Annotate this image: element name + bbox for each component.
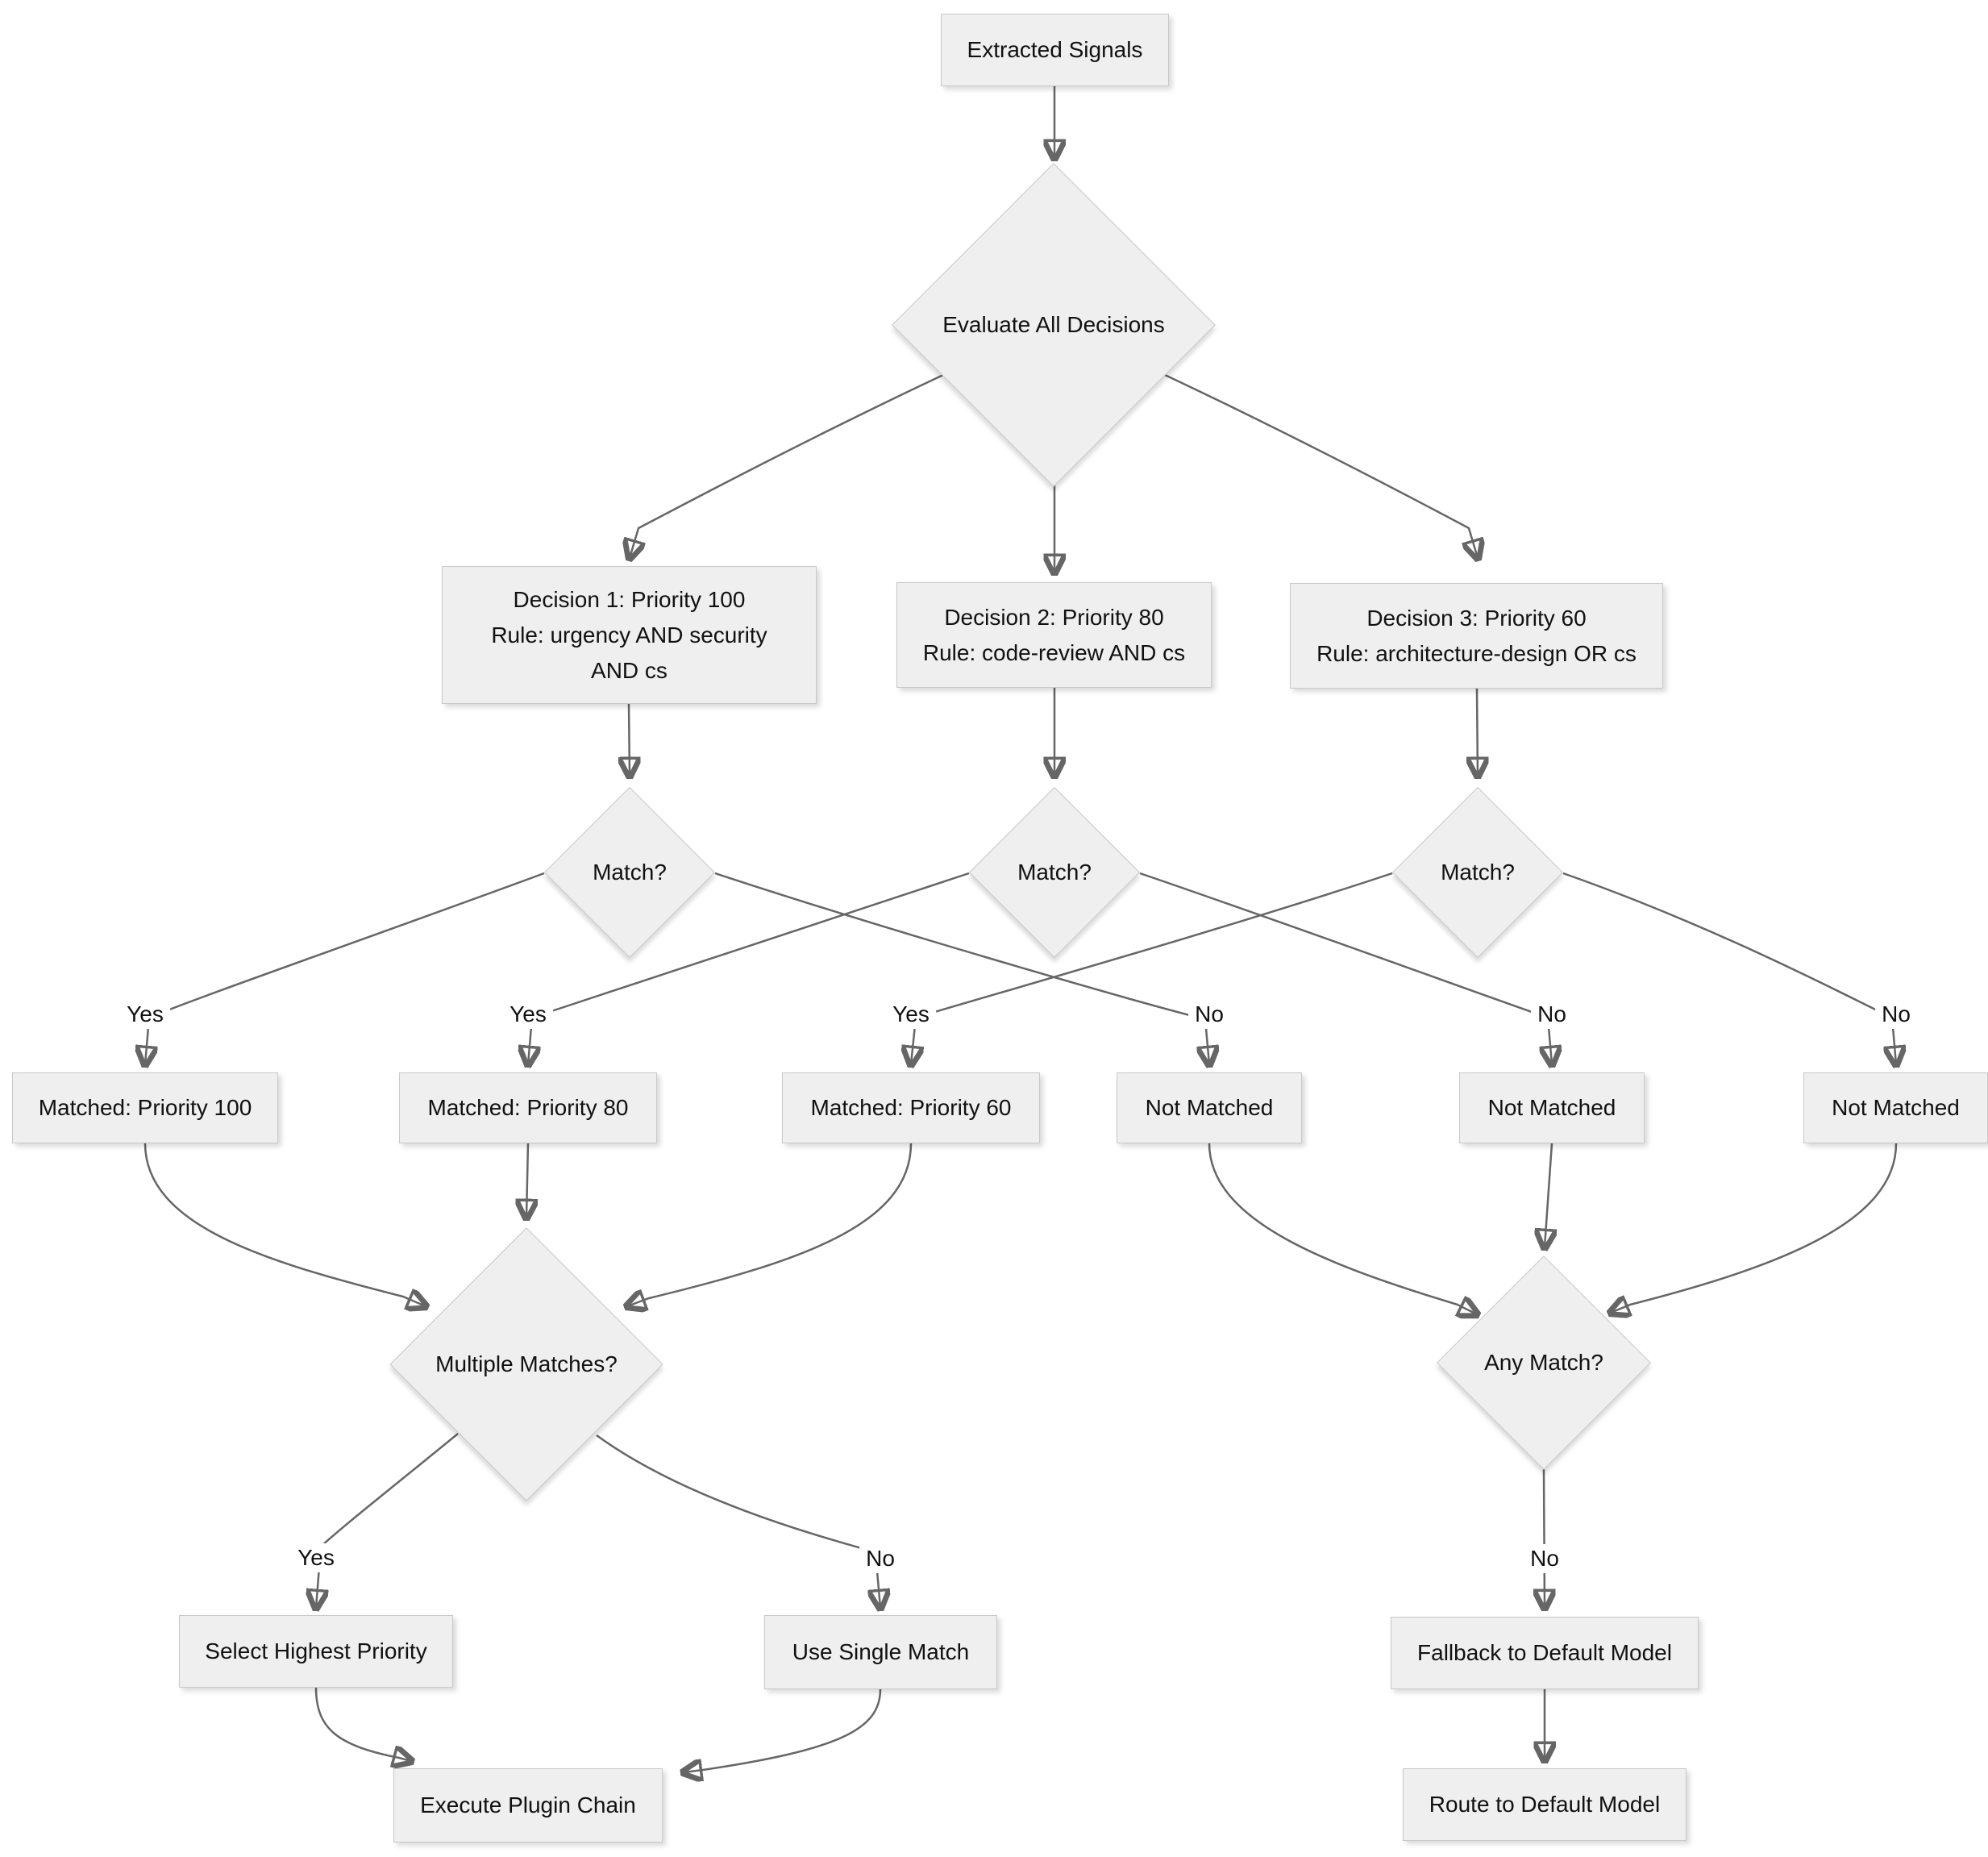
node-match-3: Match?: [1392, 787, 1563, 958]
edge-label-match2-no: No: [1531, 1000, 1573, 1029]
decision-3-line-1: Decision 3: Priority 60: [1366, 605, 1587, 631]
edge-notmatched3-to-anymatch: [1611, 1143, 1898, 1313]
edge-label-match3-no: No: [1875, 1000, 1917, 1029]
edge-match3-yes: [911, 872, 1393, 1064]
node-not-matched-2: Not Matched: [1459, 1072, 1645, 1143]
node-multiple-matches: Multiple Matches?: [389, 1227, 663, 1501]
node-matched-priority-100: Matched: Priority 100: [12, 1072, 278, 1143]
edge-label-match2-yes: Yes: [503, 1000, 553, 1029]
node-fallback-to-default-model: Fallback to Default Model: [1391, 1617, 1699, 1689]
node-decision-1: Decision 1: Priority 100 Rule: urgency A…: [442, 566, 817, 704]
edge-matched80-to-multiple: [526, 1143, 528, 1218]
node-execute-plugin-chain: Execute Plugin Chain: [393, 1768, 663, 1842]
node-match-1: Match?: [544, 787, 715, 958]
edge-notmatched1-to-anymatch: [1208, 1143, 1477, 1314]
edge-evaluate-to-decision3: [1164, 373, 1478, 558]
edge-label-multiple-no: No: [859, 1544, 901, 1573]
edge-match2-yes: [528, 872, 970, 1064]
node-matched-priority-60: Matched: Priority 60: [782, 1072, 1040, 1143]
edge-match3-no: [1562, 872, 1896, 1064]
edge-decision3-to-match3: [1477, 688, 1478, 776]
edge-select-to-execute: [314, 1687, 411, 1761]
edge-label-anymatch-no: No: [1524, 1544, 1566, 1573]
edge-label-match1-no: No: [1188, 1000, 1230, 1029]
decision-1-line-1: Decision 1: Priority 100: [513, 586, 746, 612]
edge-matched100-to-multiple: [143, 1143, 426, 1306]
edge-anymatch-no: [1544, 1468, 1545, 1608]
node-route-to-default-model: Route to Default Model: [1403, 1768, 1686, 1841]
edge-match1-no: [714, 872, 1209, 1064]
node-extracted-signals: Extracted Signals: [941, 14, 1169, 86]
edge-decision1-to-match1: [629, 703, 630, 776]
edge-label-multiple-yes: Yes: [291, 1543, 341, 1572]
node-not-matched-1: Not Matched: [1117, 1072, 1302, 1143]
decision-2-line-2: Rule: code-review AND cs: [922, 639, 1186, 665]
node-match-2: Match?: [969, 787, 1140, 958]
node-decision-2: Decision 2: Priority 80 Rule: code-revie…: [896, 582, 1212, 688]
node-evaluate-all-decisions: Evaluate All Decisions: [892, 164, 1215, 486]
node-use-single-match: Use Single Match: [764, 1615, 997, 1689]
edge-label-match1-yes: Yes: [120, 1000, 170, 1029]
edge-label-match3-yes: Yes: [886, 1000, 936, 1029]
edge-notmatched2-to-anymatch: [1545, 1143, 1552, 1247]
decision-3-line-2: Rule: architecture-design OR cs: [1316, 640, 1637, 666]
decision-2-line-1: Decision 2: Priority 80: [944, 604, 1164, 630]
node-select-highest-priority: Select Highest Priority: [179, 1615, 453, 1688]
node-matched-priority-80: Matched: Priority 80: [399, 1072, 657, 1143]
edge-matched60-to-multiple: [627, 1143, 913, 1306]
edge-match2-no: [1139, 872, 1552, 1064]
edge-usesingle-to-execute: [684, 1688, 882, 1772]
node-any-match: Any Match?: [1437, 1256, 1650, 1469]
decision-1-line-2: Rule: urgency AND security: [491, 622, 767, 647]
decision-1-line-3: AND cs: [591, 657, 668, 683]
edge-match1-yes: [145, 872, 545, 1064]
edge-evaluate-to-decision1: [630, 373, 944, 558]
node-not-matched-3: Not Matched: [1803, 1072, 1988, 1143]
node-decision-3: Decision 3: Priority 60 Rule: architectu…: [1290, 583, 1663, 689]
